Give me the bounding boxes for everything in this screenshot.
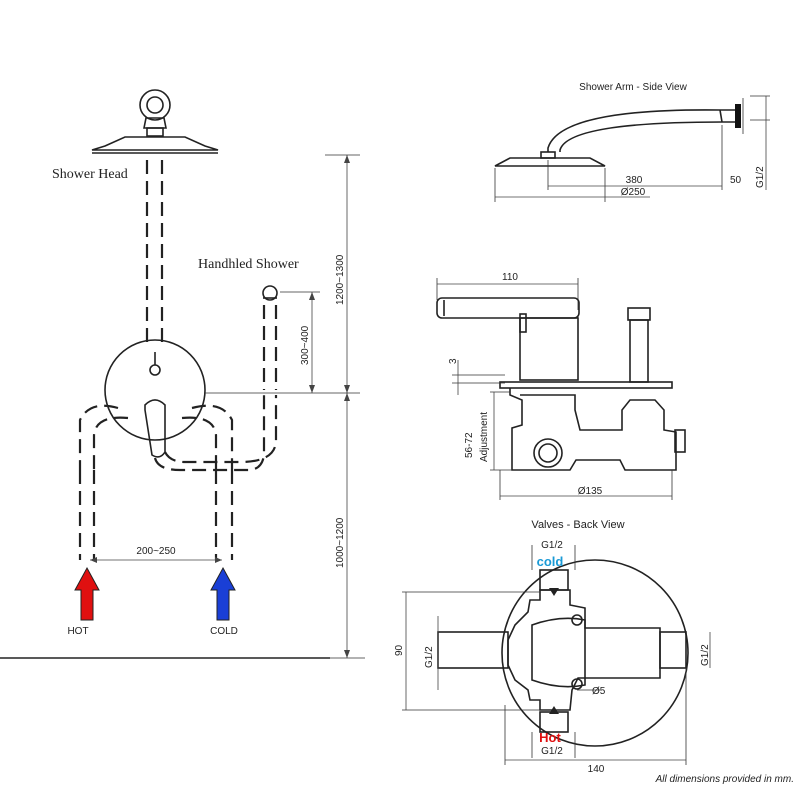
- handheld-line-2: [164, 395, 278, 464]
- back-view-title: Valves - Back View: [531, 519, 624, 531]
- hot-feed-inner: [92, 416, 129, 470]
- left-outlet-stub: [437, 631, 509, 669]
- valve-outlet-port: [533, 438, 563, 468]
- handheld-wall-outlet: [262, 285, 278, 390]
- body-diameter-dim: Ø135: [578, 486, 603, 497]
- back-width-dim: 140: [588, 764, 605, 775]
- valve-cartridge-cover: [519, 317, 579, 381]
- head-diameter-dim: Ø250: [621, 187, 646, 198]
- installation-diagram: Shower Head Handhled Shower 1200~1300 30…: [0, 89, 365, 659]
- adjust-range-dim: 56-72: [464, 432, 475, 458]
- left-thread-dim: G1/2: [424, 646, 435, 668]
- hot-feed-top: [78, 404, 119, 470]
- handheld-line: [153, 395, 266, 472]
- arm-thread-dim: G1/2: [755, 166, 766, 188]
- arm-view-title: Shower Arm - Side View: [579, 82, 687, 93]
- valve-height-dim: 1000~1200: [335, 517, 346, 568]
- hot-label-back: Hot: [539, 730, 561, 745]
- valve-side-view: 110 3 56-72 Adjustment Ø135: [436, 272, 686, 500]
- arm-pipe-bottom: [559, 121, 735, 152]
- cover-plate: [499, 381, 673, 389]
- hot-label: HOT: [67, 626, 88, 637]
- dimensions-footnote: All dimensions provided in mm.: [655, 774, 794, 785]
- handheld-height-dim: 300~400: [300, 325, 311, 365]
- shower-head-label: Shower Head: [52, 167, 128, 182]
- head-height-dim: 1200~1300: [335, 254, 346, 305]
- arm-view-head: [494, 157, 606, 167]
- hot-inlet: [539, 711, 569, 733]
- lever-handle: [436, 297, 580, 319]
- diverter-valve-front: [104, 339, 206, 458]
- shower-arm-side-view: Shower Arm - Side View 380 Ø250 50 G1/2: [494, 82, 770, 202]
- plate-dim: 3: [448, 358, 459, 364]
- cold-label-back: cold: [537, 554, 564, 569]
- diverter-knob: [627, 307, 651, 321]
- top-width-dim: 110: [502, 272, 518, 283]
- adjust-label: Adjustment: [479, 412, 490, 462]
- arm-pipe-top: [547, 109, 735, 152]
- valve-body: [509, 388, 677, 471]
- back-plate-circle: [501, 559, 689, 747]
- cold-arrow-icon: [210, 566, 236, 621]
- inlet-spacing-dim: 200~250: [136, 546, 176, 557]
- wall-flange: [735, 104, 741, 128]
- cold-feed-top: [191, 404, 234, 470]
- right-thread-dim: G1/2: [700, 644, 711, 666]
- cold-flow-arrow: [549, 588, 559, 596]
- valve-body-back: [507, 589, 661, 711]
- cold-thread-dim: G1/2: [541, 540, 563, 551]
- hot-flow-arrow: [549, 706, 559, 714]
- cold-inlet: [539, 569, 569, 591]
- handheld-label: Handhled Shower: [198, 257, 299, 272]
- valves-back-view: Valves - Back View G1/2 cold Hot G1/: [394, 519, 711, 775]
- flange-dim: 50: [730, 175, 742, 186]
- back-height-dim: 90: [394, 644, 405, 656]
- shower-head: [91, 89, 219, 154]
- arm-length-dim: 380: [626, 175, 643, 186]
- mounting-hole-top: [571, 614, 583, 626]
- pin-diameter-dim: Ø5: [592, 686, 606, 697]
- right-outlet: [659, 631, 687, 669]
- cold-feed-inner: [181, 416, 218, 470]
- mounting-hole-bottom: [571, 678, 583, 690]
- hot-arrow-icon: [74, 566, 100, 621]
- hot-thread-dim: G1/2: [541, 746, 563, 757]
- cold-label: COLD: [210, 626, 238, 637]
